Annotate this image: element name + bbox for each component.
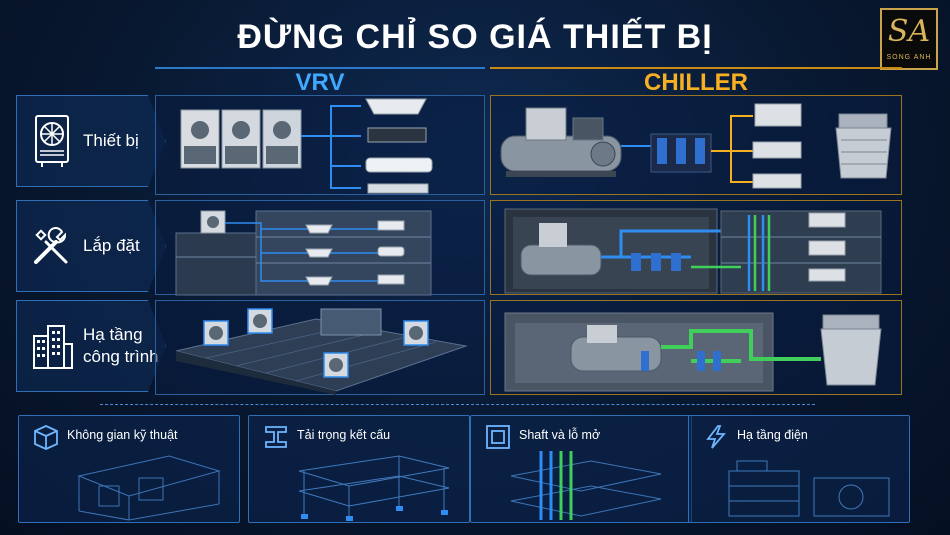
vrv-indoor-units-illustration: [365, 98, 433, 194]
card-electrical-infrastructure: Hạ tầng điện: [688, 415, 910, 523]
vrv-equipment-panel: [155, 95, 485, 195]
cooling-tower-illustration: [835, 113, 892, 179]
card-structural-load: Tải trọng kết cấu: [248, 415, 470, 523]
vrv-infrastructure-panel: [155, 300, 485, 395]
tools-icon: [29, 218, 75, 274]
vrv-outdoor-units-illustration: [180, 109, 302, 169]
card-technical-space: Không gian kỹ thuật: [18, 415, 240, 523]
song-anh-logo: SA SONG ANH: [880, 8, 938, 70]
row-label-text: công trình: [83, 347, 159, 366]
vrv-column-header: VRV: [155, 67, 485, 96]
row-label-equipment: Thiết bị: [16, 95, 166, 187]
row-label-infrastructure: Hạ tầng công trình: [16, 300, 166, 392]
card-shaft-openings: Shaft và lỗ mở: [470, 415, 692, 523]
page-title: ĐỪNG CHỈ SO GIÁ THIẾT BỊ: [237, 18, 713, 56]
shaft-icon: [485, 424, 511, 450]
row-label-text: Thiết bị: [83, 131, 139, 150]
card-title: Tải trọng kết cấu: [297, 428, 391, 442]
buildings-icon: [29, 318, 75, 374]
chiller-equipment-panel: [490, 95, 902, 195]
card-title: Không gian kỹ thuật: [67, 428, 178, 442]
steel-beam-icon: [263, 424, 289, 450]
card-title: Shaft và lỗ mở: [519, 428, 601, 442]
cooling-tower-illustration: [820, 314, 882, 386]
lightning-icon: [703, 424, 729, 450]
row-label-installation: Lắp đặt: [16, 200, 166, 292]
chiller-infrastructure-panel: [490, 300, 902, 395]
pump-group-illustration: [650, 133, 712, 173]
card-title: Hạ tầng điện: [737, 428, 808, 442]
connector-line: [100, 404, 815, 415]
row-label-text: Hạ tầng: [83, 325, 143, 344]
logo-text: SONG ANH: [886, 54, 932, 61]
row-label-text: Lắp đặt: [83, 236, 140, 255]
chiller-column-header: CHILLER: [490, 67, 902, 96]
cube-icon: [33, 424, 59, 450]
chiller-unit-illustration: [500, 107, 622, 177]
vrv-installation-panel: [155, 200, 485, 296]
outdoor-unit-icon: [29, 113, 75, 169]
chiller-installation-panel: [490, 200, 902, 295]
